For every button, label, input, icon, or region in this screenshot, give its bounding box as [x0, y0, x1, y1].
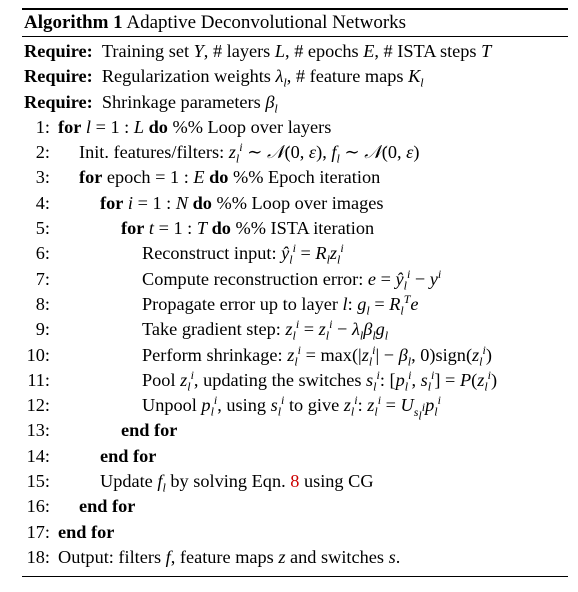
line-number: 8: — [35, 293, 50, 314]
line-number: 15: — [26, 471, 50, 492]
algorithm-step: 6: Reconstruct input: ŷli = Rlzli — [22, 241, 568, 266]
algorithm-step: 16: end for — [22, 494, 568, 519]
require-line: Require: Shrinkage parameters βl — [24, 91, 278, 116]
algorithm-step: 13: end for — [22, 418, 568, 443]
line-number: 14: — [26, 445, 50, 466]
require-keyword: Require: — [24, 91, 93, 112]
line-number: 17: — [26, 521, 50, 542]
bottom-rule — [22, 576, 568, 578]
require-keyword: Require: — [24, 66, 93, 87]
algorithm-step: 14: end for — [22, 444, 568, 469]
algorithm-step: 12: Unpool pli, using sli to give zli: z… — [22, 393, 568, 421]
line-number: 2: — [35, 142, 50, 163]
end-for-keyword: end for — [58, 521, 115, 542]
line-number: 1: — [35, 116, 50, 137]
line-number: 3: — [35, 167, 50, 188]
require-line: Require: Training set Y, # layers L, # e… — [24, 41, 492, 61]
algorithm-box: Algorithm 1 Adaptive Deconvolutional Net… — [22, 8, 568, 578]
algorithm-step: 10: Perform shrinkage: zli = max(|zli| −… — [22, 343, 568, 368]
algorithm-label: Algorithm 1 — [24, 12, 123, 33]
line-number: 4: — [35, 192, 50, 213]
top-rule — [22, 8, 568, 10]
algorithm-lines: Require: Training set Y, # layers L, # e… — [22, 37, 568, 576]
algorithm-step: 15: Update fl by solving Eqn. 8 using CG — [22, 469, 568, 494]
algorithm-step: 3: for epoch = 1 : E do %% Epoch iterati… — [22, 165, 568, 190]
line-number: 18: — [26, 546, 50, 567]
require-line: Require: Regularization weights λl, # fe… — [24, 66, 424, 90]
line-number: 10: — [26, 344, 50, 365]
equation-ref-link[interactable]: 8 — [290, 471, 300, 492]
end-for-keyword: end for — [121, 420, 178, 441]
title-rule — [22, 36, 568, 37]
line-number: 11: — [27, 369, 50, 390]
algorithm-step: 5: for t = 1 : T do %% ISTA iteration — [22, 216, 568, 241]
line-number: 7: — [35, 268, 50, 289]
algorithm-step: 1: for l = 1 : L do %% Loop over layers — [22, 115, 568, 140]
algorithm-step: 17: end for — [22, 520, 568, 545]
algorithm-step: 9: Take gradient step: zli = zli − λlβlg… — [22, 317, 568, 342]
algorithm-step: 2: Init. features/filters: zli ∼ 𝒩(0, ε)… — [22, 140, 568, 165]
require-keyword: Require: — [24, 41, 93, 61]
line-number: 9: — [35, 319, 50, 340]
algorithm-step: 18: Output: filters f, feature maps z an… — [22, 545, 568, 570]
line-number: 16: — [26, 496, 50, 517]
algorithm-step: 7: Compute reconstruction error: e = ŷli… — [22, 267, 568, 292]
algorithm-step: 4: for i = 1 : N do %% Loop over images — [22, 191, 568, 216]
end-for-keyword: end for — [100, 445, 157, 466]
line-number: 13: — [26, 420, 50, 441]
algorithm-step: 11: Pool zli, updating the switches sli:… — [22, 368, 568, 393]
line-number: 6: — [35, 243, 50, 264]
algorithm-title: Algorithm 1 Adaptive Deconvolutional Net… — [22, 10, 568, 36]
end-for-keyword: end for — [79, 496, 136, 517]
algorithm-step: 8: Propagate error up to layer l: gl = R… — [22, 292, 568, 317]
line-number: 5: — [35, 218, 50, 239]
algorithm-name: Adaptive Deconvolutional Networks — [126, 12, 407, 33]
line-number: 12: — [26, 395, 50, 416]
